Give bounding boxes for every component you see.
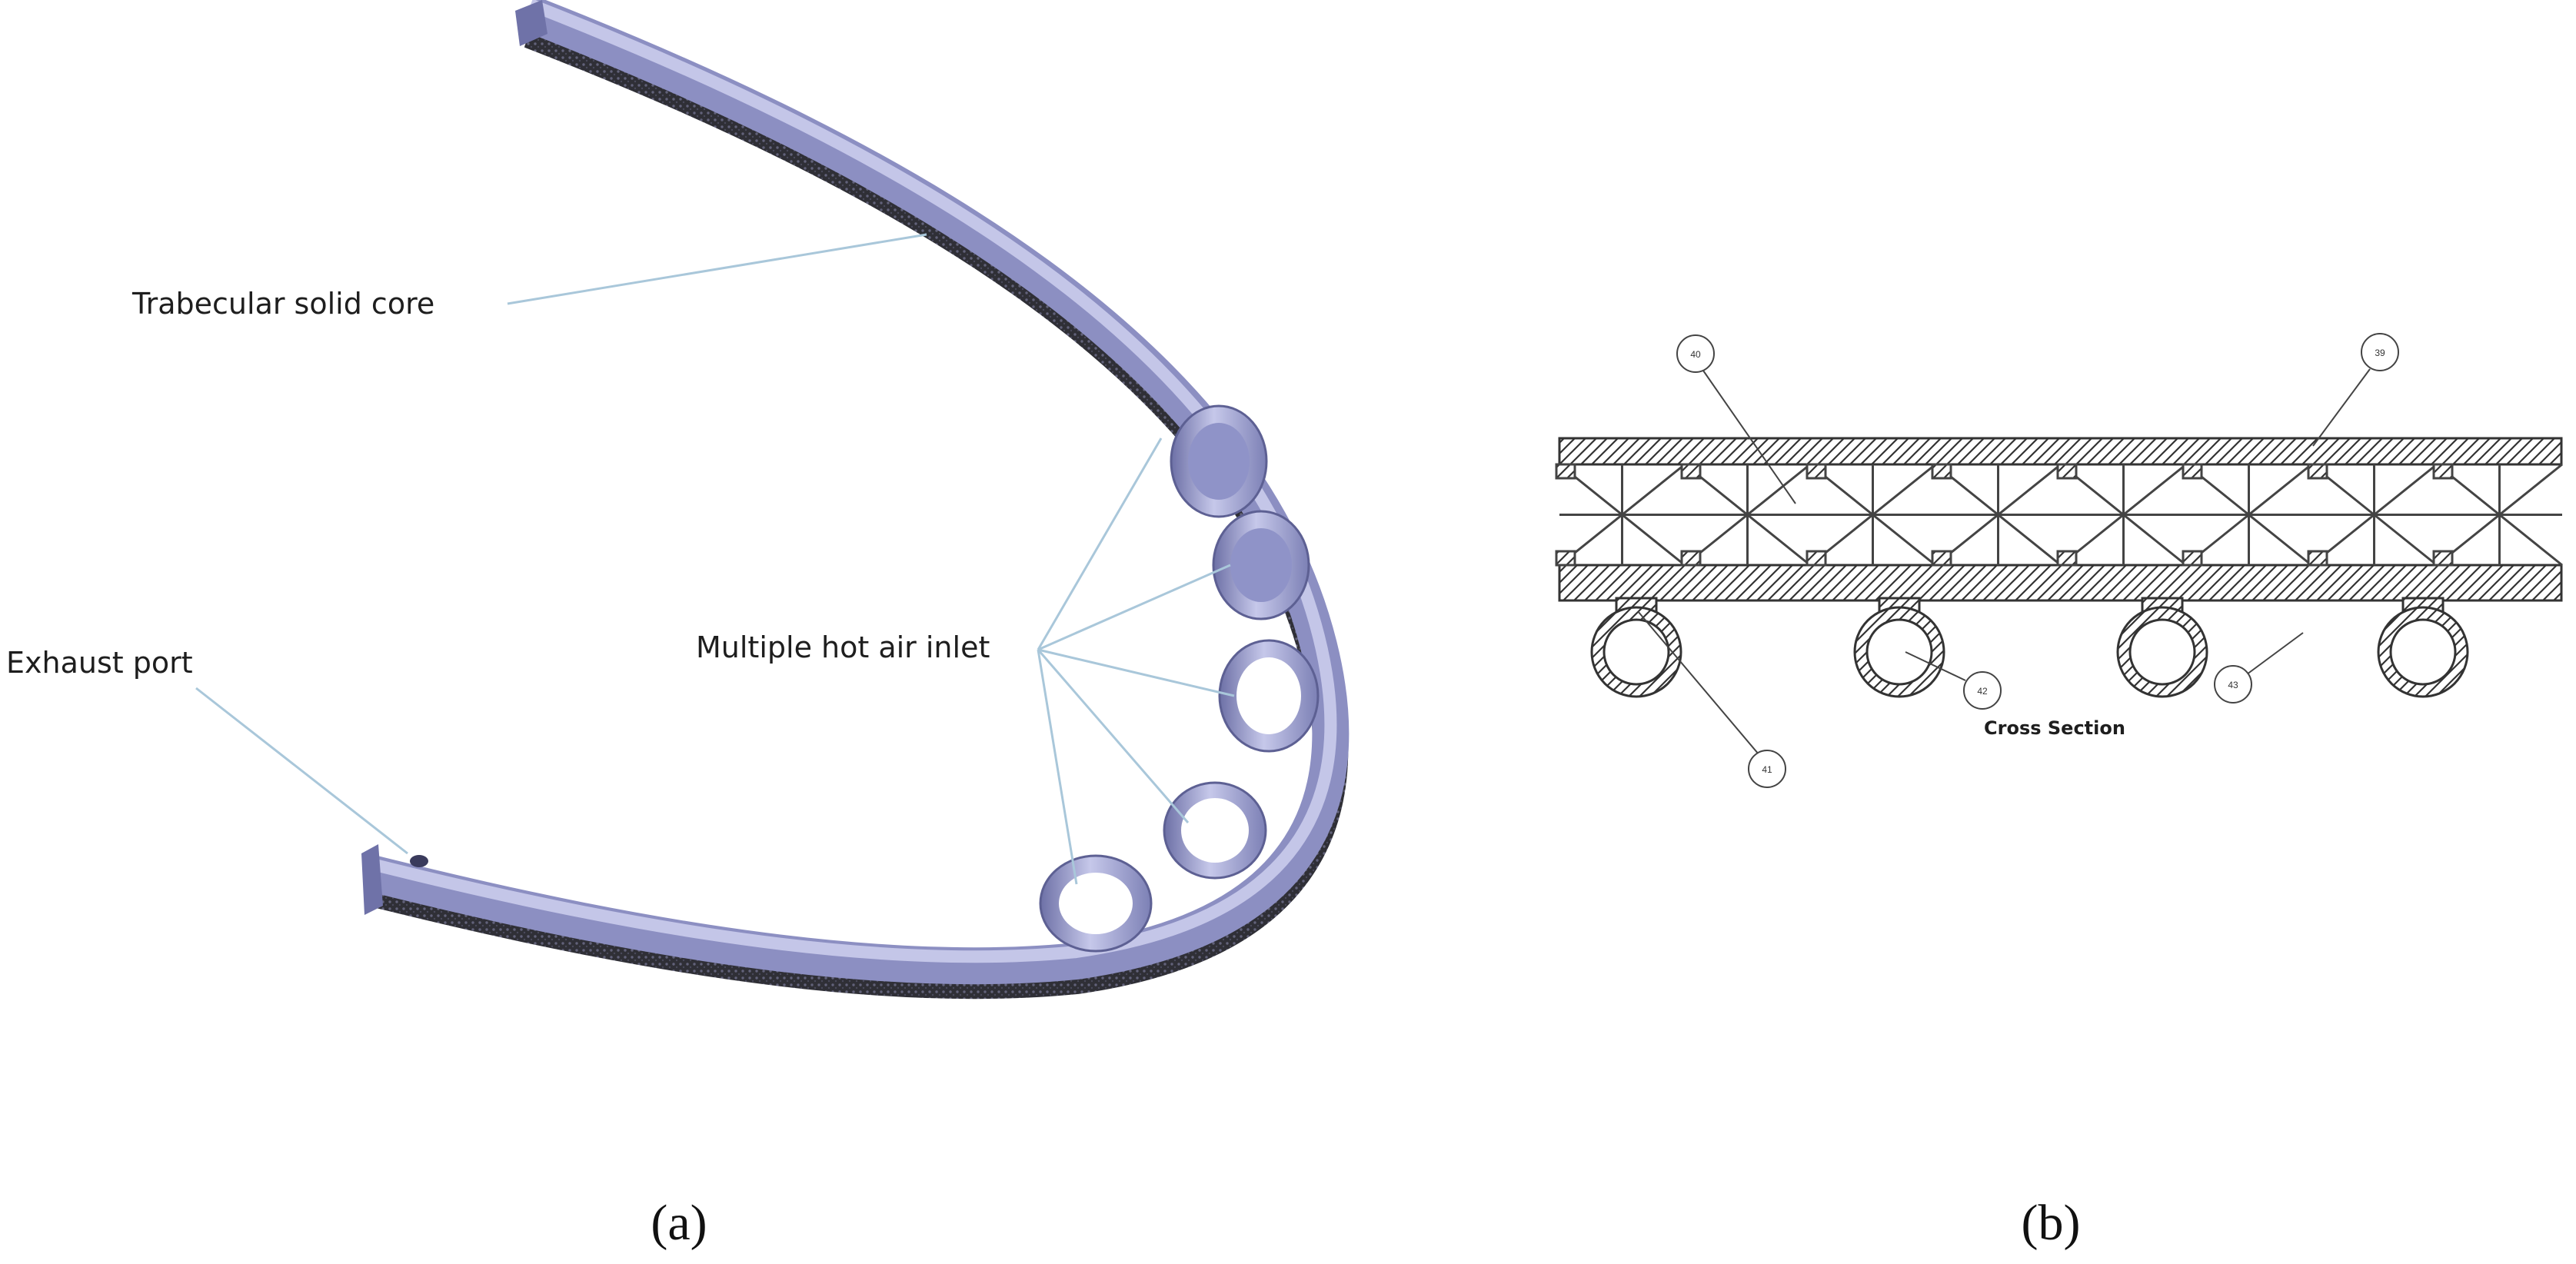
leader-inlet [1037,648,1235,697]
exhaust-port-hole [410,855,428,867]
svg-text:42: 42 [1977,686,1988,697]
lattice-node [2432,550,2454,567]
lattice-node [2307,463,2328,480]
shell-end-bottom [361,844,383,915]
leader-exhaust [195,687,408,855]
callout-43: 43 [2214,665,2252,704]
callout-41: 41 [1748,750,1786,788]
leader-inlet [1037,437,1163,650]
lattice-node [2182,550,2203,567]
panel-a-duct-model [361,0,1350,1000]
leader-inlet [1037,564,1231,651]
inlet-tube-section [2116,597,2208,698]
hot-air-inlets [1039,404,1320,953]
svg-text:43: 43 [2228,680,2238,690]
svg-text:41: 41 [1762,764,1772,775]
lattice-node [2182,463,2203,480]
bottom-plate [1558,564,2563,602]
lattice-node [1680,550,1702,567]
callout-39: 39 [2361,333,2399,371]
lattice-node [1555,550,1576,567]
lattice-node [2056,463,2078,480]
lattice-node [1806,463,1827,480]
inlet-tube [1039,854,1153,953]
lattice-core [1555,463,2563,567]
panel-a-leaders [195,233,1235,885]
svg-text:39: 39 [2375,348,2385,358]
inlet-tube-section [2377,597,2469,698]
inlet-tubes-section [1590,597,2469,698]
inlet-tube [1218,639,1320,753]
lattice-node [1931,463,1952,480]
label-hot-air-inlet: Multiple hot air inlet [696,630,990,664]
inlet-tube-section [1853,597,1945,698]
shell-highlight [368,0,1337,963]
caption-a: (a) [651,1195,707,1251]
inlet-tube [1163,781,1267,880]
lattice-node [1680,463,1702,480]
caption-b: (b) [2022,1195,2081,1251]
top-plate [1558,437,2563,466]
inlet-tube-section [1590,597,1682,698]
lattice-node [2056,550,2078,567]
leader-inlet [1037,649,1190,823]
label-trabecular-core: Trabecular solid core [131,287,434,321]
lattice-node [1806,550,1827,567]
leader-inlet [1037,649,1078,885]
panel-b-cross-section [1555,437,2563,698]
leader-core [507,233,927,305]
callout-42: 42 [1963,671,2002,710]
shell-end-top [515,0,547,46]
svg-text:40: 40 [1690,349,1701,360]
callout-40: 40 [1676,334,1715,373]
cross-section-title: Cross Section [1984,717,2125,739]
inlet-tube [1212,510,1310,620]
inlet-tube [1170,404,1268,518]
lattice-node [2307,550,2328,567]
lattice-node [2432,463,2454,480]
label-exhaust-port: Exhaust port [6,646,193,680]
panel-b-callouts [1637,368,2371,765]
lattice-node [1931,550,1952,567]
lattice-node [1555,463,1576,480]
